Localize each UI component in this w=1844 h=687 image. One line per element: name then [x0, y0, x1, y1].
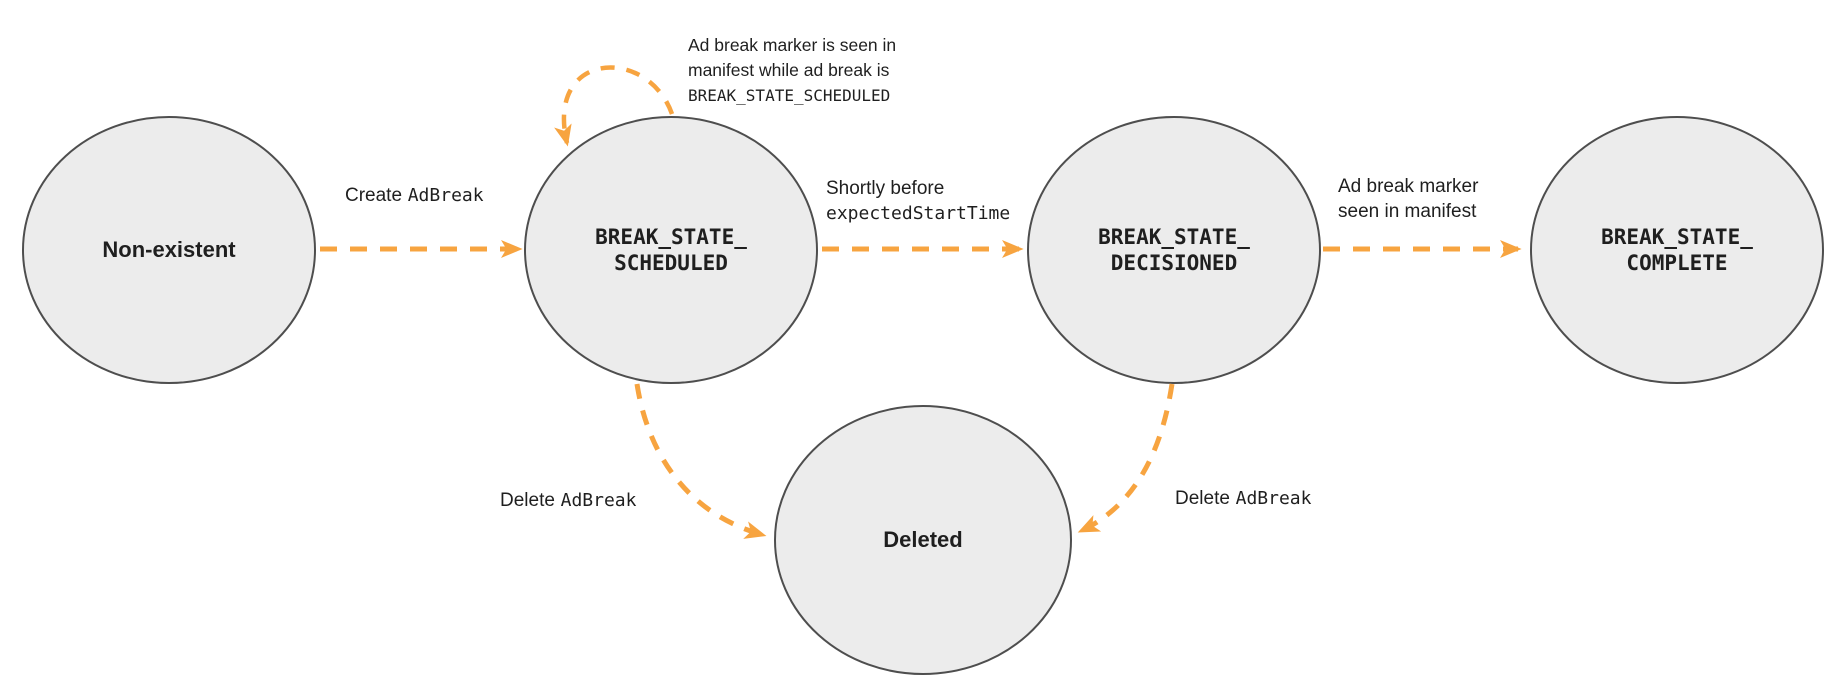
edge-label-code: BREAK_STATE_SCHEDULED [688, 86, 891, 105]
node-label-non-existent: Non-existent [102, 237, 236, 262]
node-ellipse-deleted [774, 405, 1072, 675]
edge-delete-from-decisioned [1077, 383, 1175, 534]
node-label-break-state-scheduled: BREAK_STATE_ SCHEDULED [595, 224, 747, 276]
edge-label-text: Delete [500, 490, 555, 511]
edge-label-text: Ad break marker is seen in [688, 35, 897, 55]
node-ellipse-break-state-decisioned [1027, 116, 1321, 384]
node-label-line: BREAK_STATE_ [1601, 225, 1753, 249]
node-label-line: SCHEDULED [614, 251, 728, 275]
node-label-line: BREAK_STATE_ [595, 225, 747, 249]
edge-label-code: expectedStartTime [826, 203, 1011, 224]
node-label-line: DECISIONED [1110, 251, 1238, 275]
edge-label-code: AdBreak [407, 185, 484, 206]
node-label-line: COMPLETE [1626, 251, 1728, 275]
edge-label-text: seen in manifest [1338, 201, 1477, 222]
edge-self-loop-scheduled [554, 65, 675, 147]
edge-label-code: AdBreak [560, 490, 637, 511]
node-label-deleted: Deleted [883, 527, 963, 552]
edge-label-marker-seen: Ad break marker seen in manifest [1338, 174, 1478, 224]
node-label-break-state-decisioned: BREAK_STATE_ DECISIONED [1098, 224, 1250, 276]
node-ellipse-break-state-scheduled [524, 116, 818, 384]
edge-label-text: manifest while ad break is [688, 60, 890, 80]
edge-label-text: Delete [1175, 488, 1230, 509]
node-ellipse-break-state-complete [1530, 116, 1824, 384]
edge-label-text: Shortly before [826, 178, 945, 199]
edge-label-code: AdBreak [1235, 488, 1312, 509]
edge-delete-from-scheduled [634, 383, 767, 539]
node-label-line: BREAK_STATE_ [1098, 225, 1250, 249]
edge-label-text: Create [345, 185, 403, 206]
node-label-break-state-complete: BREAK_STATE_ COMPLETE [1601, 224, 1753, 276]
node-ellipse-non-existent [22, 116, 316, 384]
edge-label-self-loop: Ad break marker is seen in manifest whil… [688, 33, 896, 108]
edge-label-text: Ad break marker [1338, 176, 1479, 197]
edge-label-shortly-before: Shortly before expectedStartTime [826, 176, 1010, 226]
